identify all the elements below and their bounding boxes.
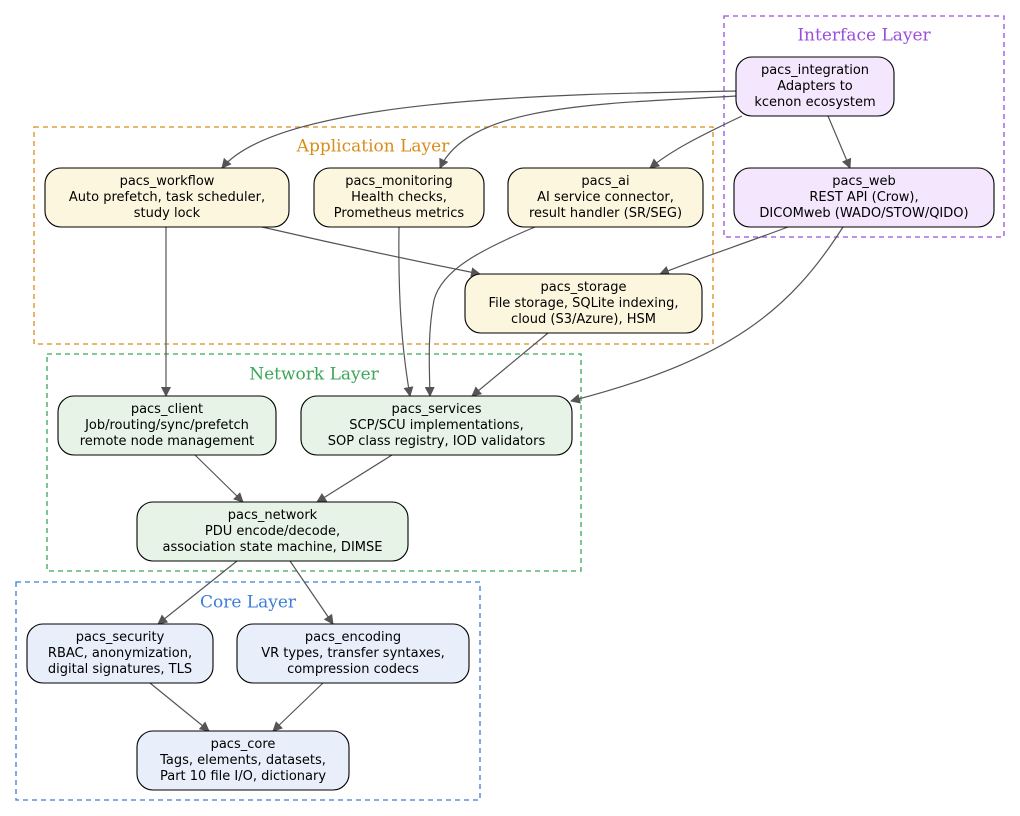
edge-pacs_web-to-pacs_storage — [659, 226, 789, 276]
node-pacs_client: pacs_clientJob/routing/sync/prefetchremo… — [57, 395, 277, 456]
node-desc-pacs_services-1: SCP/SCU implementations, — [349, 418, 523, 433]
edge-pacs_network-to-pacs_encoding — [289, 560, 334, 625]
edge-pacs_workflow-to-pacs_storage — [261, 226, 481, 278]
node-desc-pacs_services-2: SOP class registry, IOD validators — [328, 434, 546, 449]
cluster-border-application — [33, 126, 714, 345]
edge-pacs_integration-to-pacs_workflow — [221, 90, 737, 169]
node-desc-pacs_network-1: PDU encode/decode, — [205, 524, 340, 539]
node-desc-pacs_encoding-2: compression codecs — [287, 662, 419, 677]
node-box-pacs_network — [136, 501, 409, 562]
node-desc-pacs_encoding-1: VR types, transfer syntaxes, — [261, 646, 445, 661]
node-box-pacs_encoding — [236, 623, 470, 684]
node-title-pacs_ai: pacs_ai — [581, 174, 629, 189]
node-title-pacs_web: pacs_web — [832, 174, 896, 189]
node-box-pacs_web — [733, 167, 995, 228]
node-desc-pacs_security-1: RBAC, anonymization, — [48, 646, 192, 661]
edge-pacs_network-to-pacs_security — [157, 560, 238, 625]
edge-pacs_ai-to-pacs_services — [424, 226, 536, 397]
node-desc-pacs_workflow-2: study lock — [134, 206, 201, 221]
cluster-border-interface — [723, 15, 1005, 238]
edge-pacs_services-to-pacs_network — [316, 454, 393, 503]
cluster-border-network — [46, 353, 582, 572]
node-box-pacs_ai — [507, 167, 704, 228]
node-title-pacs_client: pacs_client — [131, 402, 203, 417]
edge-pacs_web-to-pacs_services — [570, 226, 844, 404]
node-box-pacs_integration — [735, 56, 895, 117]
node-box-pacs_client — [57, 395, 277, 456]
node-title-pacs_storage: pacs_storage — [540, 280, 626, 295]
node-desc-pacs_web-2: DICOMweb (WADO/STOW/QIDO) — [759, 206, 968, 221]
node-desc-pacs_monitoring-1: Health checks, — [351, 190, 447, 205]
node-title-pacs_encoding: pacs_encoding — [305, 630, 401, 645]
edge-pacs_integration-to-pacs_monitoring — [439, 95, 737, 169]
node-box-pacs_core — [136, 730, 350, 791]
node-desc-pacs_ai-1: AI service connector, — [537, 190, 674, 205]
node-desc-pacs_core-1: Tags, elements, datasets, — [159, 753, 326, 768]
node-desc-pacs_workflow-1: Auto prefetch, task scheduler, — [69, 190, 265, 205]
node-title-pacs_services: pacs_services — [392, 402, 482, 417]
edge-pacs_client-to-pacs_network — [194, 454, 244, 503]
node-desc-pacs_client-1: Job/routing/sync/prefetch — [84, 418, 249, 433]
node-desc-pacs_web-1: REST API (Crow), — [809, 190, 918, 205]
node-desc-pacs_core-2: Part 10 file I/O, dictionary — [160, 769, 326, 784]
edge-pacs_storage-to-pacs_services — [471, 332, 549, 397]
node-desc-pacs_integration-2: kcenon ecosystem — [754, 95, 875, 110]
cluster-interface: Interface Layer — [723, 15, 1005, 238]
node-desc-pacs_security-2: digital signatures, TLS — [48, 662, 192, 677]
node-box-pacs_services — [300, 395, 573, 456]
cluster-core: Core Layer — [15, 581, 481, 801]
node-title-pacs_workflow: pacs_workflow — [120, 174, 215, 189]
cluster-label-core: Core Layer — [200, 593, 297, 613]
node-title-pacs_security: pacs_security — [76, 630, 165, 645]
node-box-pacs_monitoring — [313, 167, 485, 228]
node-box-pacs_storage — [464, 273, 703, 334]
cluster-label-application: Application Layer — [296, 137, 451, 157]
node-title-pacs_integration: pacs_integration — [761, 63, 869, 78]
cluster-label-interface: Interface Layer — [797, 26, 931, 46]
node-title-pacs_network: pacs_network — [228, 508, 318, 523]
node-desc-pacs_monitoring-2: Prometheus metrics — [334, 206, 465, 221]
cluster-border-core — [15, 581, 481, 801]
node-title-pacs_monitoring: pacs_monitoring — [345, 174, 453, 189]
edge-pacs_security-to-pacs_core — [149, 682, 210, 732]
cluster-network: Network Layer — [46, 353, 582, 572]
node-desc-pacs_storage-1: File storage, SQLite indexing, — [489, 296, 679, 311]
cluster-application: Application Layer — [33, 126, 714, 345]
node-desc-pacs_client-2: remote node management — [80, 434, 255, 449]
edge-pacs_integration-to-pacs_ai — [649, 115, 743, 169]
edge-pacs_encoding-to-pacs_core — [272, 682, 324, 732]
node-box-pacs_workflow — [44, 167, 290, 228]
edge-pacs_integration-to-pacs_web — [827, 115, 852, 169]
node-desc-pacs_integration-1: Adapters to — [777, 79, 853, 94]
edges-layer — [149, 90, 852, 732]
node-desc-pacs_storage-2: cloud (S3/Azure), HSM — [511, 312, 656, 327]
edge-pacs_monitoring-to-pacs_services — [398, 226, 414, 397]
node-box-pacs_security — [26, 623, 214, 684]
node-desc-pacs_ai-2: result handler (SR/SEG) — [529, 206, 682, 221]
cluster-label-network: Network Layer — [249, 365, 379, 385]
node-desc-pacs_network-2: association state machine, DIMSE — [163, 540, 383, 555]
node-title-pacs_core: pacs_core — [211, 737, 276, 752]
